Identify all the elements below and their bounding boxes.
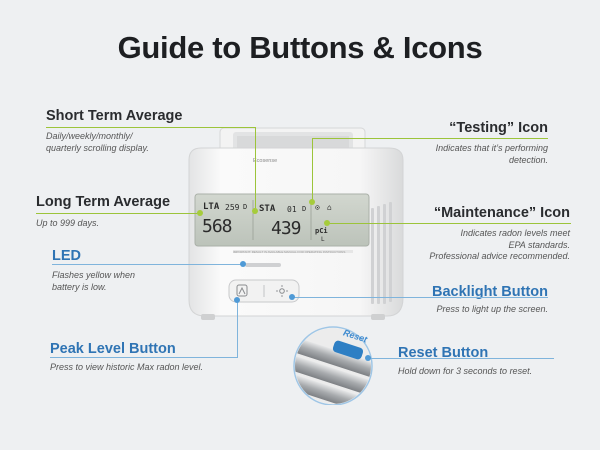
led-leader-line [52, 264, 242, 265]
reset-heading: Reset Button [398, 345, 489, 361]
testing-leader-drop [312, 138, 313, 202]
sta-leader-line [46, 127, 256, 128]
lcd-lta-days-unit: D [243, 203, 248, 211]
reset-button[interactable] [339, 347, 367, 359]
maintenance-leader-line [327, 223, 571, 224]
sta-description: Daily/weekly/monthly/ quarterly scrollin… [46, 131, 149, 153]
device-caption: IMPORTANT: RESULT IS AVAILABLE MANUAL FO… [233, 250, 346, 254]
peak-description: Press to view historic Max radon level. [50, 362, 204, 372]
maintenance-dot [324, 220, 330, 226]
lcd-sta-value: 439 [271, 218, 301, 239]
reset-description: Hold down for 3 seconds to reset. [398, 366, 533, 376]
backlight-dot [289, 294, 295, 300]
testing-icon: ⊙ [315, 203, 320, 212]
led-dot [240, 261, 246, 267]
lcd-sta-days: 01 [287, 205, 297, 214]
led-indicator [245, 261, 281, 269]
testing-heading: “Testing” Icon [449, 120, 548, 136]
maintenance-heading: “Maintenance” Icon [433, 205, 570, 221]
sta-heading: Short Term Average [46, 108, 183, 124]
led-description: Flashes yellow when battery is low. [52, 270, 136, 292]
brand-logo: Ecosense [253, 158, 278, 164]
reset-dot [365, 355, 371, 361]
maintenance-icon: ⌂ [327, 203, 332, 212]
lcd-lta-label: LTA [203, 202, 220, 212]
reset-leader-line [368, 358, 554, 359]
testing-description: Indicates that it’s performing detection… [435, 143, 548, 165]
backlight-description: Press to light up the screen. [436, 304, 548, 314]
testing-leader-line [312, 138, 548, 139]
lcd-lta-days: 259 [225, 203, 240, 212]
backlight-leader-line [292, 297, 548, 298]
lcd-unit-sub: L [321, 236, 325, 243]
page-title: Guide to Buttons & Icons [117, 30, 483, 65]
led-heading: LED [52, 248, 81, 264]
lcd-sta-label: STA [259, 204, 276, 214]
lcd-lta-value: 568 [202, 216, 232, 237]
sta-dot [252, 208, 258, 214]
lcd-sta-days-unit: D [302, 205, 307, 213]
lta-dot [197, 210, 203, 216]
peak-leader-line [50, 357, 238, 358]
backlight-heading: Backlight Button [432, 284, 548, 300]
peak-dot [234, 297, 240, 303]
testing-dot [309, 199, 315, 205]
peak-leader-rise [237, 300, 238, 358]
maintenance-description: Indicates radon levels meet EPA standard… [429, 228, 570, 261]
lcd-unit: pCi [315, 227, 328, 235]
lta-leader-line [36, 213, 199, 214]
radon-detector-device: LTA 259 D 568 STA 01 D 439 ⊙ ⌂ pCi L Eco… [175, 120, 420, 340]
peak-heading: Peak Level Button [50, 341, 176, 357]
lta-heading: Long Term Average [36, 194, 171, 210]
lta-description: Up to 999 days. [36, 218, 100, 228]
reset-zoom-inset [293, 326, 373, 405]
device-illustration [188, 127, 404, 320]
sta-leader-drop [255, 127, 256, 212]
